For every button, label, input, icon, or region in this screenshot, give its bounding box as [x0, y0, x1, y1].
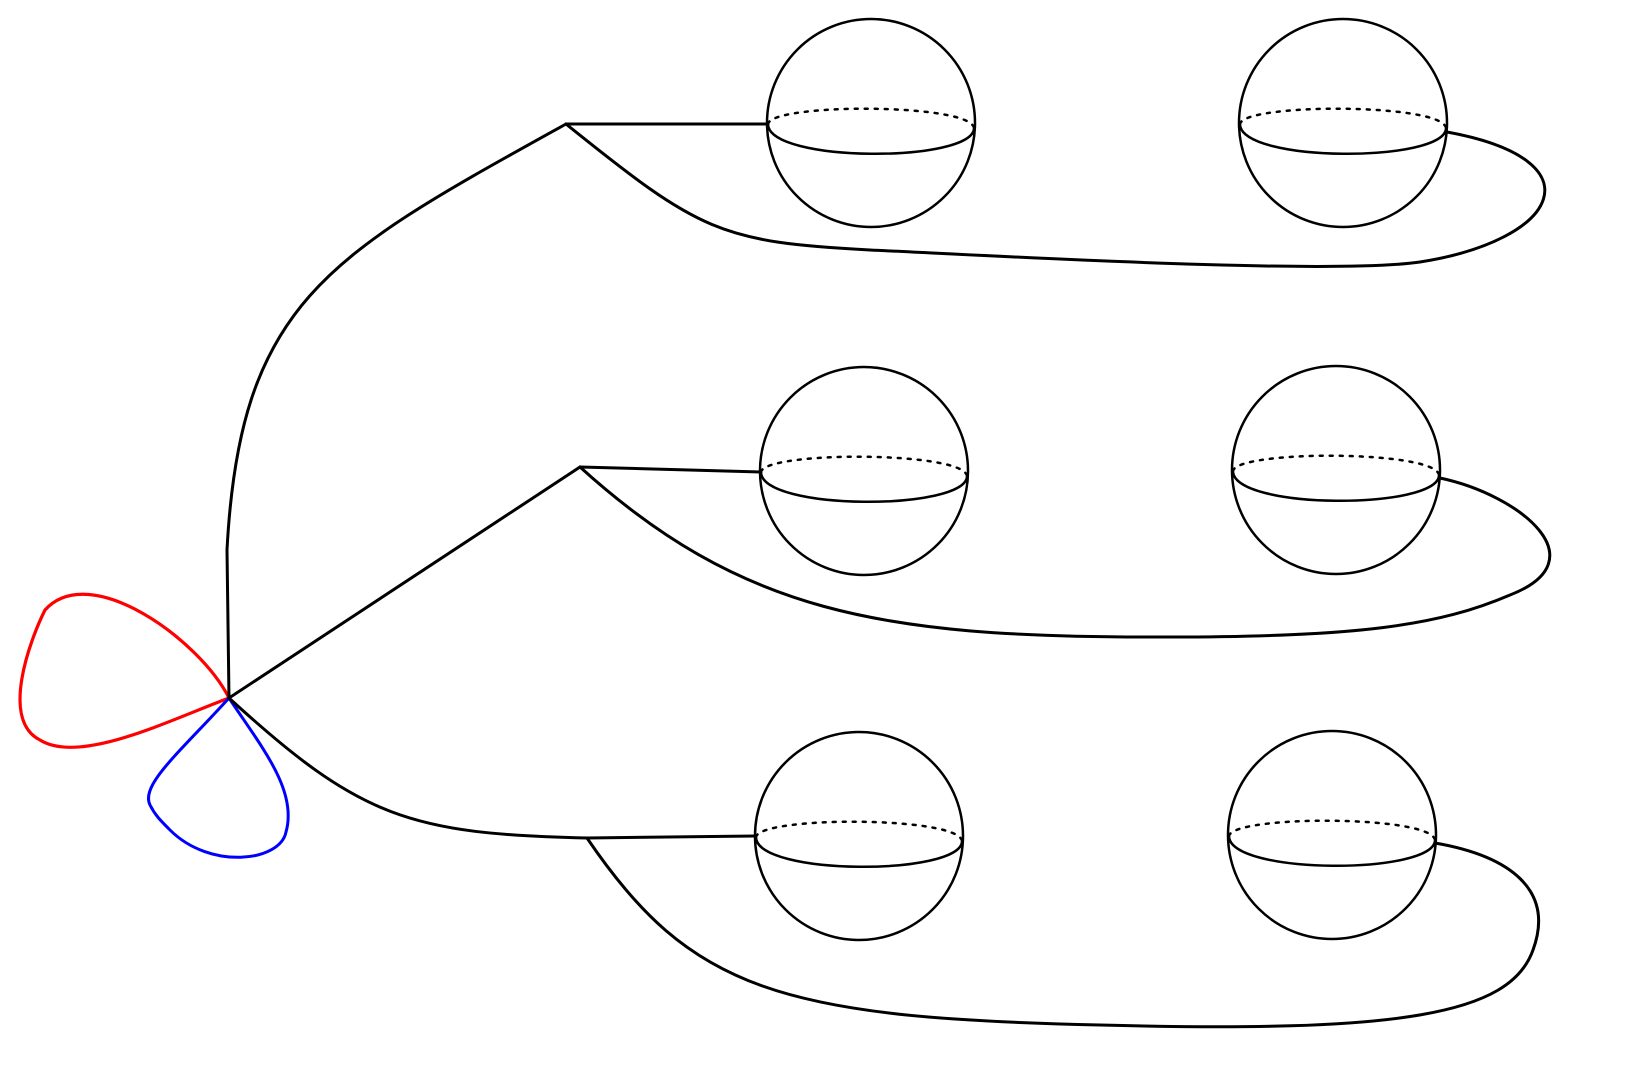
- sphere: [1230, 364, 1442, 576]
- sphere-equator-back: [1238, 107, 1448, 130]
- sphere-equator-front: [1238, 123, 1448, 155]
- sphere: [1226, 729, 1438, 941]
- edge-bottom-loop: [585, 836, 1540, 1029]
- sphere-equator-front: [1231, 470, 1441, 502]
- sphere-outline: [1237, 17, 1449, 229]
- edge-middle-vertex-to-sphere: [578, 465, 763, 474]
- sphere-equator-back: [1231, 454, 1441, 477]
- sphere-equator-front: [754, 836, 964, 868]
- sphere: [758, 365, 970, 577]
- edge-hub-to-bottom-vertex: [227, 696, 589, 840]
- edge-top-loop: [564, 122, 1547, 268]
- sphere-equator-back: [759, 455, 969, 478]
- sphere-outline: [765, 17, 977, 229]
- blue-loop: [147, 695, 290, 859]
- sphere: [753, 730, 965, 942]
- sphere-outline: [758, 365, 970, 577]
- sphere-equator-front: [759, 471, 969, 503]
- sphere: [765, 17, 977, 229]
- edge-hub-to-top-vertex: [225, 122, 568, 700]
- sphere-equator-back: [766, 107, 976, 130]
- red-loop: [18, 592, 232, 749]
- edge-bottom-vertex-to-sphere: [585, 834, 758, 840]
- sphere-equator-front: [766, 123, 976, 155]
- edge-middle-loop: [578, 465, 1552, 639]
- sphere-outline: [1230, 364, 1442, 576]
- sphere-equator-back: [1227, 819, 1437, 842]
- sphere-outline: [753, 730, 965, 942]
- sphere-outline: [1226, 729, 1438, 941]
- sphere-equator-front: [1227, 835, 1437, 867]
- sphere-equator-back: [754, 820, 964, 843]
- edge-hub-to-middle-vertex: [227, 465, 582, 700]
- sphere: [1237, 17, 1449, 229]
